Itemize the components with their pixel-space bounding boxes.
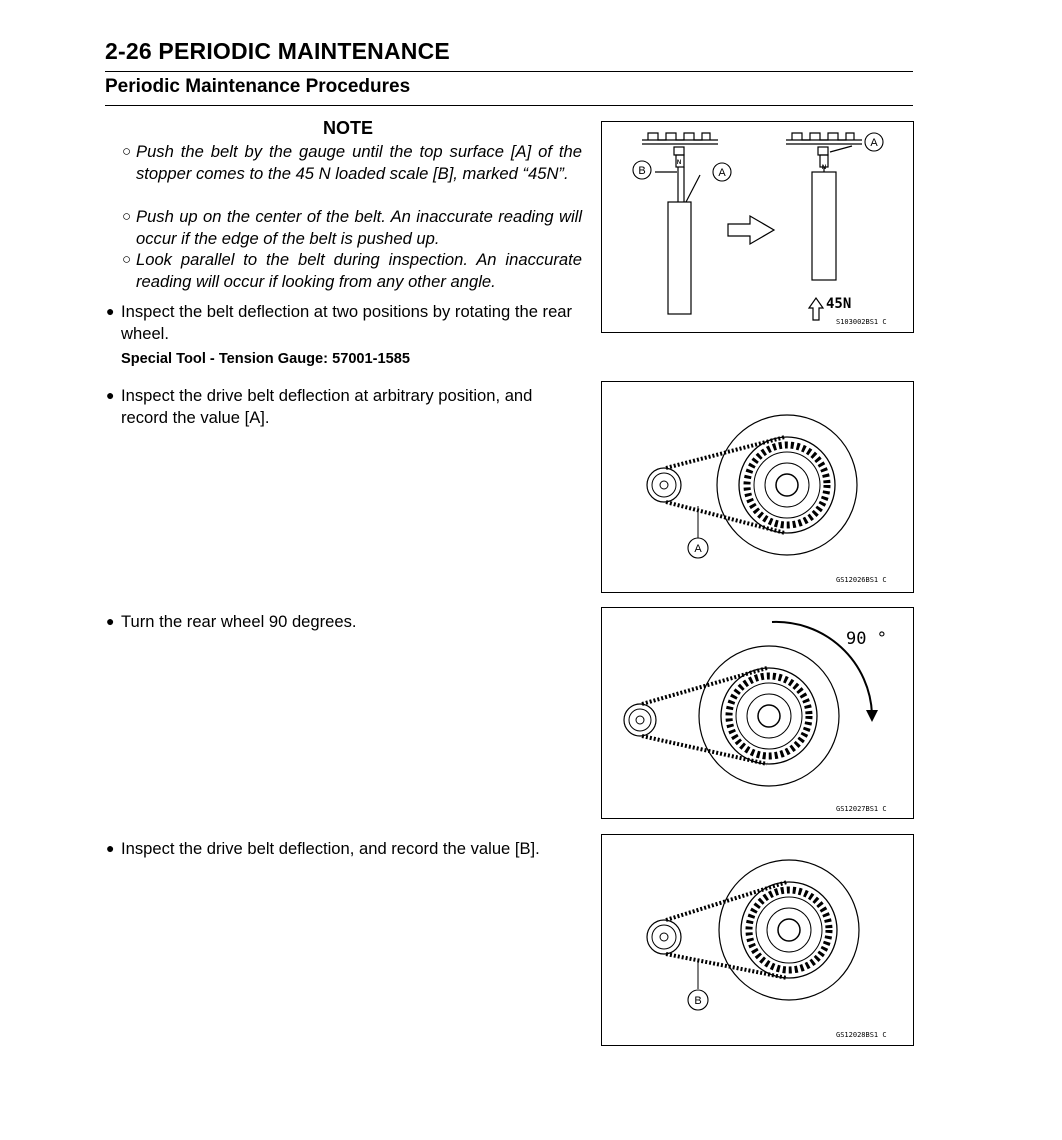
callout-a-label: A <box>718 167 726 179</box>
bullet-icon: ● <box>106 613 115 629</box>
figure-code: GS12028BS1 C <box>836 1031 887 1039</box>
page-title: 2-26 PERIODIC MAINTENANCE <box>105 38 450 64</box>
step-item: ● Turn the rear wheel 90 degrees. <box>106 611 582 633</box>
step-text: Inspect the belt deflection at two posit… <box>121 302 573 343</box>
note-heading: NOTE <box>323 118 374 138</box>
wheel-diagram: A GS12026BS1 C <box>646 414 887 584</box>
step-item: ● Inspect the drive belt deflection, and… <box>106 838 582 860</box>
figure-tension-gauge: B A A N N 45N S103002BS1 C <box>601 121 914 333</box>
figure-belt-deflection-b: B GS12028BS1 C <box>601 834 914 1046</box>
callout-b <box>632 160 652 180</box>
note-text: Look parallel to the belt during inspect… <box>136 250 582 291</box>
section-title: Periodic Maintenance Procedures <box>105 76 411 97</box>
step-item: ● Inspect the drive belt deflection at a… <box>106 385 582 428</box>
figure-code: S103002BS1 C <box>836 318 887 326</box>
callout-b <box>687 989 709 1011</box>
bullet-icon: ● <box>106 387 115 403</box>
step-text: Inspect the drive belt deflection at arb… <box>121 386 533 427</box>
scale-45n-label: 45N <box>826 296 851 312</box>
rotation-angle-label: 90 ° <box>846 629 887 649</box>
hollow-bullet-icon: ○ <box>122 251 132 268</box>
bullet-icon: ● <box>106 303 115 319</box>
scale-n-mark: N <box>677 160 681 166</box>
step-text: Turn the rear wheel 90 degrees. <box>121 612 357 631</box>
callout-a-label: A <box>870 137 878 149</box>
figure-code: GS12027BS1 C <box>836 805 887 813</box>
section-rule <box>105 105 913 106</box>
step-text: Inspect the drive belt deflection, and r… <box>121 839 540 858</box>
callout-a <box>712 162 732 182</box>
wheel-diagram: B GS12028BS1 C <box>646 859 887 1039</box>
note-text: Push the belt by the gauge until the top… <box>136 142 582 183</box>
figure-belt-deflection-a: A GS12026BS1 C <box>601 381 914 593</box>
note-item: ○ Push up on the center of the belt. An … <box>122 206 582 249</box>
callout-a <box>864 132 884 152</box>
callout-a-label: A <box>694 543 702 555</box>
note-text: Push up on the center of the belt. An in… <box>136 207 582 248</box>
bullet-icon: ● <box>106 840 115 856</box>
special-tool: Special Tool - Tension Gauge: 57001-1585 <box>121 351 410 367</box>
gauge-diagram: B A A N N 45N S103002BS1 C <box>632 132 887 326</box>
header-rule <box>105 71 913 72</box>
wheel-diagram: 90 ° GS12027BS1 C <box>623 620 887 813</box>
figure-rotate-wheel: 90 ° GS12027BS1 C <box>601 607 914 819</box>
note-item: ○ Push the belt by the gauge until the t… <box>122 141 582 184</box>
callout-b-label: B <box>694 995 701 1007</box>
note-item: ○ Look parallel to the belt during inspe… <box>122 249 582 292</box>
hollow-bullet-icon: ○ <box>122 208 132 225</box>
scale-n-mark: N <box>822 165 826 171</box>
figure-code: GS12026BS1 C <box>836 576 887 584</box>
step-item: ● Inspect the belt deflection at two pos… <box>106 301 582 344</box>
callout-b-label: B <box>638 165 645 177</box>
hollow-bullet-icon: ○ <box>122 143 132 160</box>
callout-a <box>687 537 709 559</box>
rotation-arrow-icon <box>866 710 878 722</box>
